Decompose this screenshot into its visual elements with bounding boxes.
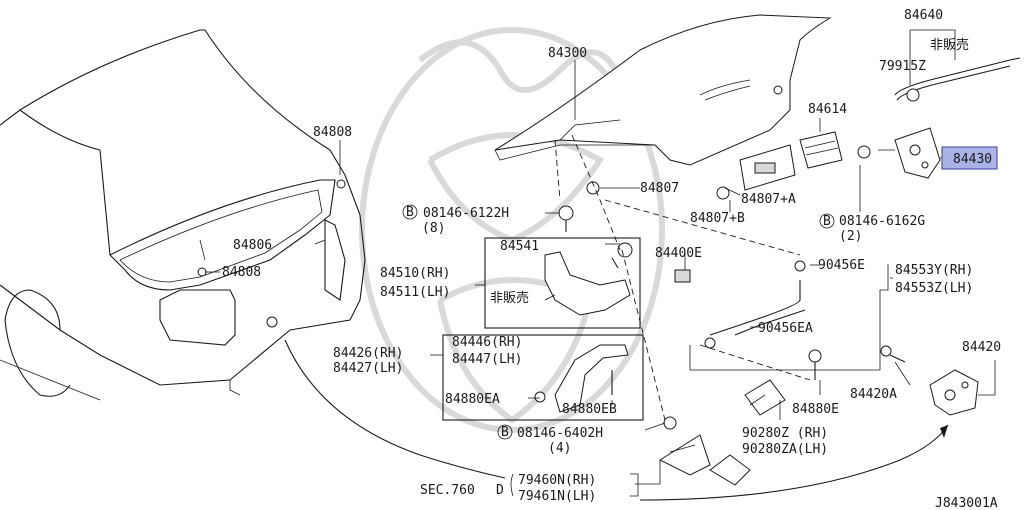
bolt-prefix-circles — [402, 204, 835, 440]
bolt-08146-6122h[interactable] — [558, 205, 574, 232]
label-84553y[interactable]: 84553Y(RH) — [895, 263, 973, 278]
label-84807b[interactable]: 84807+B — [690, 211, 745, 226]
label-qty-4: (4) — [548, 441, 571, 456]
routing-lines — [554, 134, 811, 421]
latch-84420[interactable] — [929, 369, 979, 416]
label-84880eb[interactable]: 84880EB — [562, 402, 617, 417]
car-body-outline — [0, 29, 366, 401]
label-84430[interactable]: 84430 — [953, 152, 992, 167]
label-84400e[interactable]: 84400E — [655, 246, 702, 261]
bolt-08146-6402h[interactable] — [663, 416, 677, 430]
label-hanbai-top: 非販売 — [930, 37, 969, 53]
label-79915z[interactable]: 79915Z — [879, 59, 926, 74]
latch-arrow — [639, 424, 949, 501]
label-sec760[interactable]: SEC.760 — [420, 483, 475, 498]
label-84807a[interactable]: 84807+A — [741, 192, 796, 207]
label-79461n[interactable]: 79461N(LH) — [518, 489, 596, 504]
label-79460n[interactable]: 79460N(RH) — [518, 473, 596, 488]
label-qty-2: (2) — [839, 229, 862, 244]
sec760-arrow — [284, 339, 506, 479]
label-84420a[interactable]: 84420A — [850, 387, 897, 402]
hinge-box-84426[interactable] — [442, 334, 644, 421]
bolt-84420a[interactable] — [880, 345, 906, 363]
label-84510[interactable]: 84510(RH) — [380, 266, 450, 281]
label-prefix-b2: B — [823, 214, 831, 229]
label-84511[interactable]: 84511(LH) — [380, 285, 450, 300]
sec-bracket — [510, 473, 639, 497]
label-84420[interactable]: 84420 — [962, 340, 1001, 355]
cable-84640[interactable] — [894, 57, 1021, 102]
label-08146-6162g[interactable]: 08146-6162G — [839, 214, 925, 229]
label-84807[interactable]: 84807 — [640, 181, 679, 196]
label-84426[interactable]: 84426(RH) — [333, 346, 403, 361]
leader-lines — [205, 29, 996, 485]
label-84880e[interactable]: 84880E — [792, 402, 839, 417]
label-84806[interactable]: 84806 — [233, 238, 272, 253]
label-84427[interactable]: 84427(LH) — [333, 361, 403, 376]
label-prefix-b3: B — [501, 425, 509, 440]
label-qty-8: (8) — [422, 221, 445, 236]
license-lamp-bracket[interactable] — [739, 144, 796, 191]
label-84541[interactable]: 84541 — [500, 239, 539, 254]
hinge-box-84510[interactable] — [484, 237, 691, 329]
torsion-rod-84553[interactable] — [704, 260, 806, 349]
weatherstrip-84614[interactable] — [799, 131, 843, 169]
label-84446[interactable]: 84446(RH) — [452, 335, 522, 350]
label-84880ea[interactable]: 84880EA — [445, 392, 500, 407]
label-90456ea[interactable]: 90456EA — [758, 321, 813, 336]
label-84553z[interactable]: 84553Z(LH) — [895, 281, 973, 296]
label-90280za[interactable]: 90280ZA(LH) — [742, 442, 828, 457]
label-84300[interactable]: 84300 — [548, 46, 587, 61]
trim-79460n[interactable] — [658, 434, 751, 486]
label-84447[interactable]: 84447(LH) — [452, 352, 522, 367]
label-08146-6402h[interactable]: 08146-6402H — [517, 426, 603, 441]
label-84808-b[interactable]: 84808 — [222, 265, 261, 280]
label-sec-d: D — [496, 483, 504, 498]
label-90456e[interactable]: 90456E — [818, 258, 865, 273]
label-90280z[interactable]: 90280Z (RH) — [742, 426, 828, 441]
striker-90280z[interactable] — [744, 379, 786, 416]
highlight-84430 — [941, 146, 998, 170]
label-prefix-b1: B — [406, 205, 414, 220]
label-84614[interactable]: 84614 — [808, 102, 847, 117]
label-hanbai-mid: 非販売 — [490, 290, 529, 306]
part-labels: 84640 非販売 79915Z 84300 84614 84430 84808… — [222, 8, 1001, 510]
lock-assembly-84430[interactable] — [857, 127, 941, 179]
label-08146-6122h[interactable]: 08146-6122H — [423, 206, 509, 221]
diagram-code: J843001A — [935, 496, 998, 510]
label-84808-a[interactable]: 84808 — [313, 125, 352, 140]
label-84640[interactable]: 84640 — [904, 8, 943, 23]
bolt-84880e[interactable] — [808, 349, 822, 380]
trunk-lid[interactable] — [494, 14, 832, 166]
